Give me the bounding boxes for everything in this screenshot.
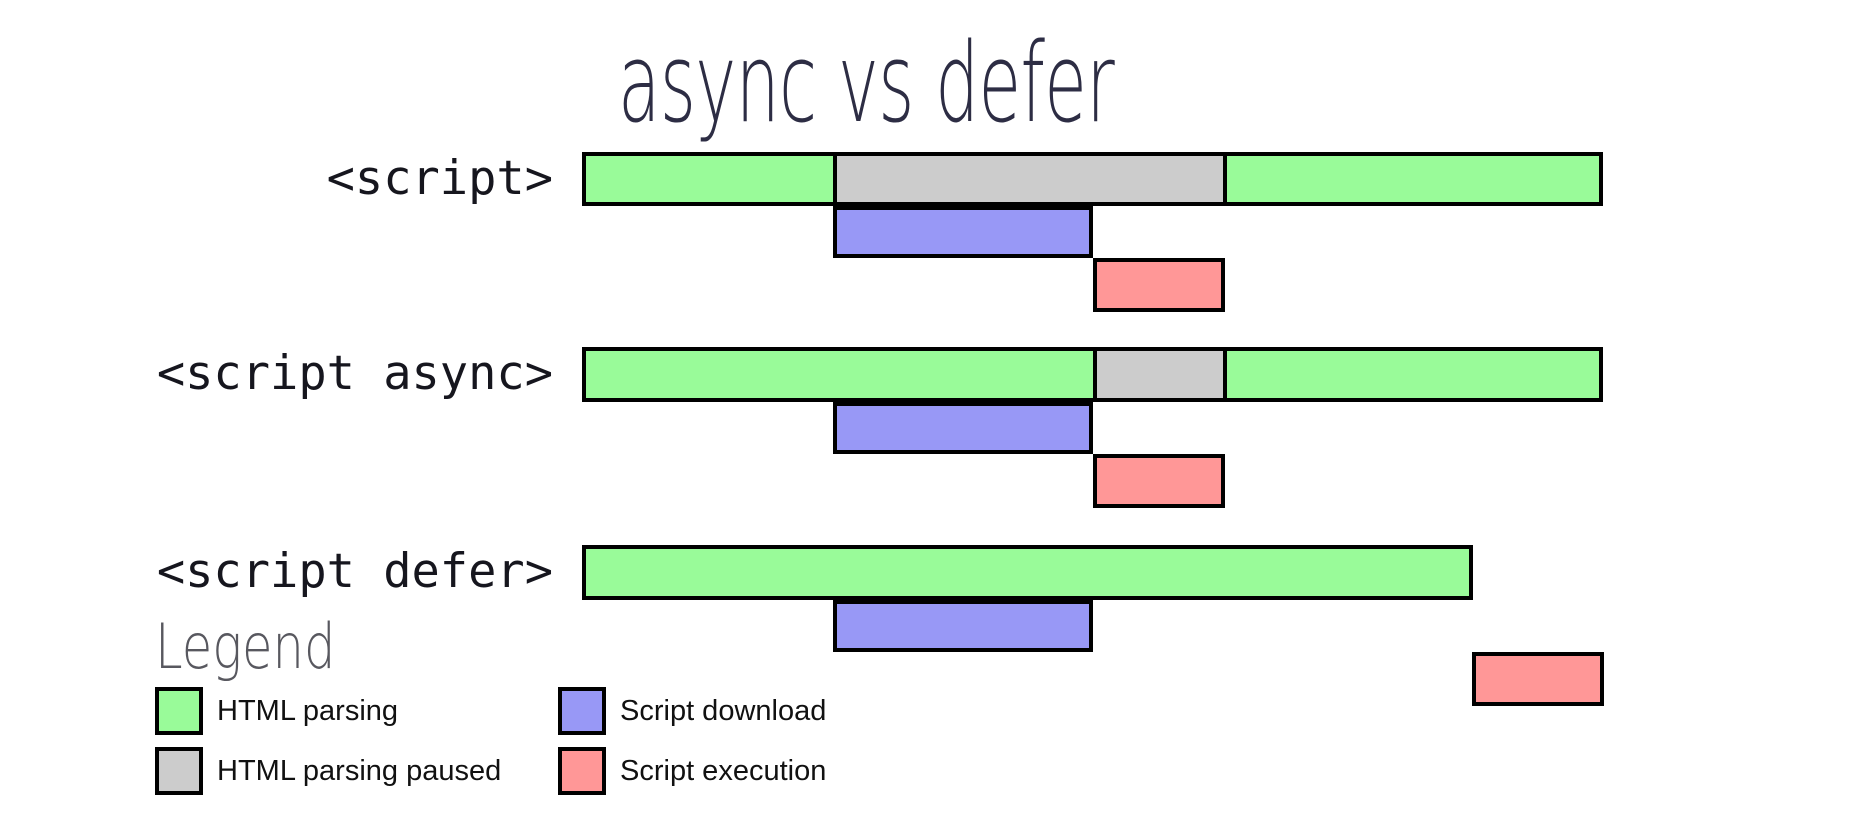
legend-label-execution: Script execution (620, 755, 827, 787)
legend-heading: Legend (155, 610, 336, 683)
bar-parsing (1223, 347, 1603, 402)
bar-parsing (582, 545, 1473, 600)
row-label-1: <script async> (156, 346, 553, 401)
legend-swatch-execution (558, 747, 606, 795)
bar-download (833, 600, 1093, 652)
legend-label-parsing: HTML parsing (217, 695, 399, 727)
bar-paused (1093, 347, 1227, 402)
bar-download (833, 402, 1093, 454)
bar-parsing (582, 347, 1097, 402)
legend-swatch-download (558, 687, 606, 735)
bar-parsing (582, 152, 837, 206)
row-label-2: <script defer> (156, 544, 553, 599)
legend-swatch-paused (155, 747, 203, 795)
bar-execution (1093, 454, 1225, 508)
legend-label-download: Script download (620, 695, 827, 727)
bar-execution (1472, 652, 1604, 706)
legend-label-paused: HTML parsing paused (217, 755, 502, 787)
bar-download (833, 206, 1093, 258)
bar-paused (833, 152, 1227, 206)
row-label-0: <script> (326, 151, 553, 206)
bar-parsing (1223, 152, 1603, 206)
legend-swatch-parsing (155, 687, 203, 735)
diagram-title: async vs defer (618, 19, 1115, 147)
bar-execution (1093, 258, 1225, 312)
